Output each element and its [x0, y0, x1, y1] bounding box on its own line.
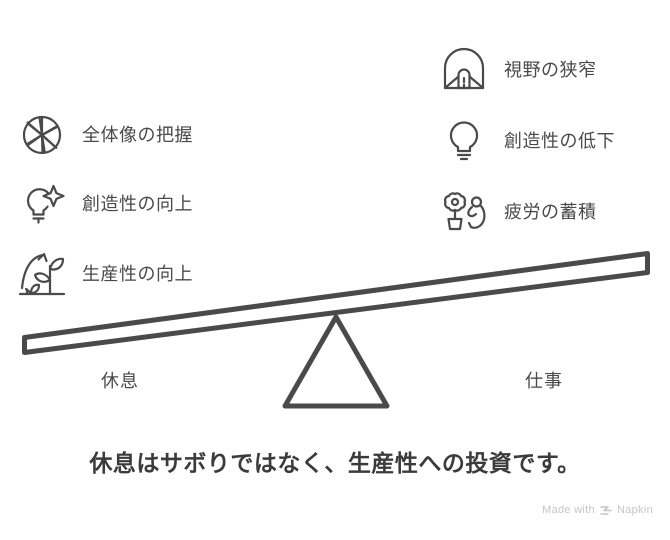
napkin-watermark: Made with Napkin [542, 505, 653, 516]
napkin-logo-icon [600, 505, 612, 516]
caption-text: 休息はサボりではなく、生産性への投資です。 [89, 450, 581, 476]
benefit-item-label: 生産性の向上 [82, 264, 193, 284]
tunnel-vision-icon [438, 44, 490, 96]
seesaw-right-label: 仕事 [525, 371, 563, 391]
benefit-item-productivity: 生産性の向上 [16, 248, 193, 300]
lightbulb-sparkle-icon [16, 178, 68, 230]
drawback-item-label: 創造性の低下 [504, 131, 615, 151]
drawback-item-label: 疲労の蓄積 [504, 202, 597, 222]
lightbulb-icon [438, 115, 490, 167]
growing-plant-icon [16, 248, 68, 300]
drawback-item-fatigue: 疲労の蓄積 [438, 186, 597, 238]
aperture-icon [16, 109, 68, 161]
drawback-item-tunnel-vision: 視野の狭窄 [438, 44, 597, 96]
drawback-item-creativity: 創造性の低下 [438, 115, 615, 167]
watermark-prefix: Made with [542, 504, 595, 516]
benefit-item-label: 全体像の把握 [82, 125, 193, 145]
drawback-item-label: 視野の狭窄 [504, 60, 597, 80]
benefit-item-overview: 全体像の把握 [16, 109, 193, 161]
benefit-item-creativity: 創造性の向上 [16, 178, 193, 230]
seesaw-left-label: 休息 [101, 371, 139, 391]
wilting-flower-icon [438, 186, 490, 238]
benefit-item-label: 創造性の向上 [82, 194, 193, 214]
seesaw-fulcrum [282, 314, 390, 409]
watermark-brand: Napkin [616, 504, 653, 516]
